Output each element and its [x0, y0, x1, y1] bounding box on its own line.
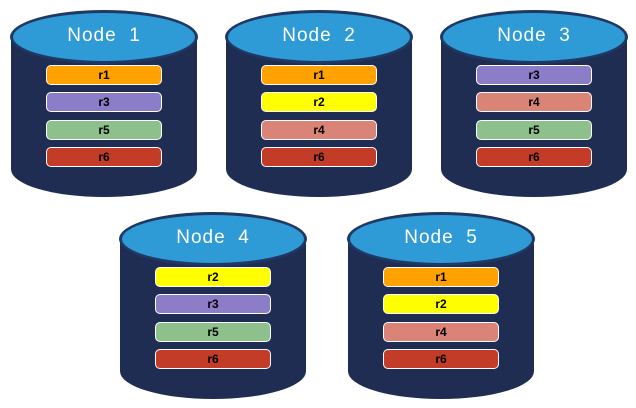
replica-label: r5 [528, 123, 540, 137]
replica-label: r4 [435, 325, 447, 339]
replica-bar: r5 [476, 120, 592, 140]
replica-label: r6 [98, 150, 110, 164]
replica-bar: r3 [46, 92, 162, 112]
db-node-3: Node 3 r3 r4 r5 r6 [440, 10, 628, 198]
replica-label: r6 [435, 352, 447, 366]
replica-bar: r5 [155, 322, 271, 342]
replica-bar: r6 [46, 147, 162, 167]
replica-label: r4 [528, 95, 540, 109]
node-title: Node 3 [497, 25, 571, 46]
replica-label: r6 [528, 150, 540, 164]
replica-bar: r6 [383, 349, 499, 369]
replica-label: r6 [207, 352, 219, 366]
cylinder-top-ellipse: Node 4 [119, 212, 307, 266]
replica-bar: r2 [261, 92, 377, 112]
replica-bar: r4 [476, 92, 592, 112]
replica-bar: r1 [383, 267, 499, 287]
db-node-5: Node 5 r1 r2 r4 r6 [347, 212, 535, 400]
replica-bar: r2 [383, 294, 499, 314]
replica-bar: r3 [155, 294, 271, 314]
db-node-4: Node 4 r2 r3 r5 r6 [119, 212, 307, 400]
replica-bar: r1 [261, 65, 377, 85]
node-title: Node 5 [404, 227, 478, 248]
replica-bar: r3 [476, 65, 592, 85]
replica-bar: r6 [261, 147, 377, 167]
replica-label: r5 [98, 123, 110, 137]
replica-label: r2 [313, 95, 325, 109]
replica-bar: r5 [46, 120, 162, 140]
replica-label: r4 [313, 123, 325, 137]
replica-label: r3 [528, 68, 540, 82]
replica-bar: r6 [155, 349, 271, 369]
replica-label: r2 [435, 297, 447, 311]
db-node-2: Node 2 r1 r2 r4 r6 [225, 10, 413, 198]
cylinder-top-ellipse: Node 1 [10, 10, 198, 64]
node-title: Node 4 [176, 227, 250, 248]
cylinder-top-ellipse: Node 3 [440, 10, 628, 64]
replica-bar: r6 [476, 147, 592, 167]
replica-bar: r1 [46, 65, 162, 85]
replica-bar: r2 [155, 267, 271, 287]
node-title: Node 1 [67, 25, 141, 46]
replica-bar: r4 [383, 322, 499, 342]
cylinder-top-ellipse: Node 5 [347, 212, 535, 266]
replica-label: r1 [98, 68, 110, 82]
db-node-1: Node 1 r1 r3 r5 r6 [10, 10, 198, 198]
replica-label: r6 [313, 150, 325, 164]
node-title: Node 2 [282, 25, 356, 46]
replica-label: r2 [207, 270, 219, 284]
replica-label: r3 [207, 297, 219, 311]
replica-label: r1 [313, 68, 325, 82]
replica-bar: r4 [261, 120, 377, 140]
replica-label: r3 [98, 95, 110, 109]
cylinder-top-ellipse: Node 2 [225, 10, 413, 64]
replica-label: r1 [435, 270, 447, 284]
replica-label: r5 [207, 325, 219, 339]
